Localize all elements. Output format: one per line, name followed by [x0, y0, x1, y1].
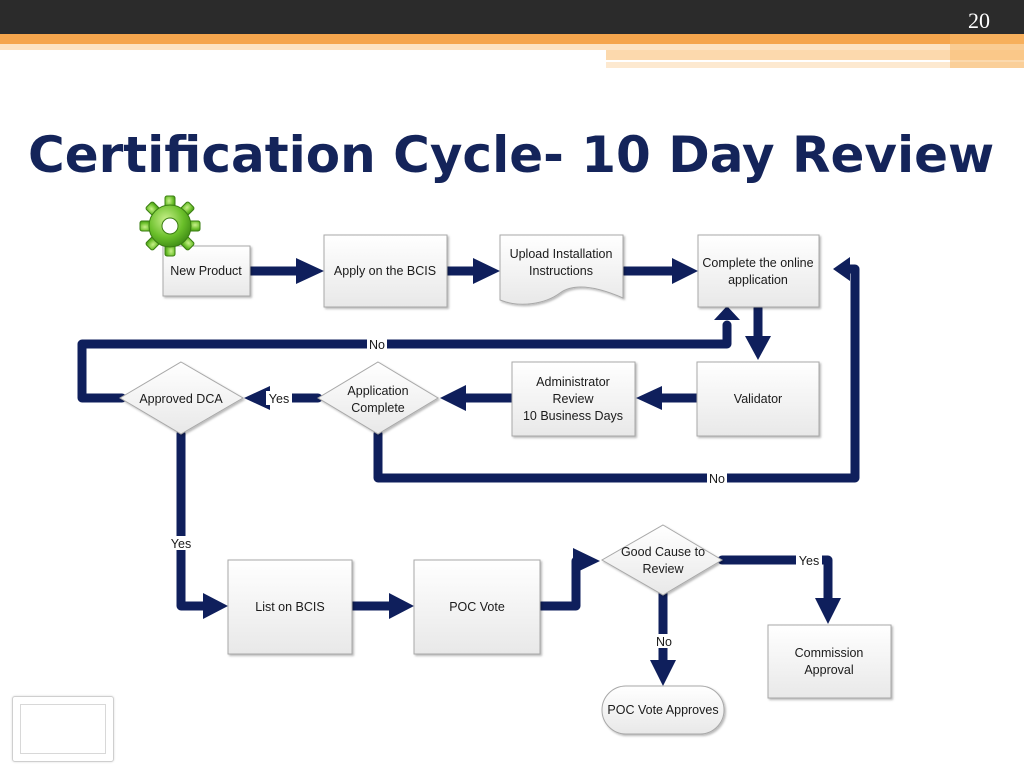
node-label: Review: [643, 562, 685, 576]
node-new-product: New Product: [162, 245, 251, 297]
node-label: Administrator: [536, 375, 610, 389]
arrowhead: [389, 593, 414, 619]
slide-thumbnail-inner: [20, 704, 106, 754]
connector-no-loop-top: [77, 320, 732, 403]
node-label: Complete: [351, 401, 405, 415]
node-upload-instructions: Upload Installation Instructions: [499, 234, 624, 305]
svg-text:Yes: Yes: [269, 392, 289, 406]
node-label: Validator: [734, 392, 782, 406]
accent-stripe: [0, 34, 1024, 44]
node-label: Apply on the BCIS: [334, 264, 436, 278]
svg-text:No: No: [369, 338, 385, 352]
top-bar: [0, 0, 1024, 34]
accent-stripe-light: [0, 44, 1024, 50]
svg-text:Yes: Yes: [171, 537, 191, 551]
node-administrator-review: Administrator Review 10 Business Days: [511, 361, 636, 437]
node-complete-online-application: Complete the online application: [697, 234, 820, 308]
decision-good-cause-to-review: Good Cause to Review: [600, 524, 723, 596]
arrowhead: [833, 257, 850, 281]
node-label: Review: [553, 392, 595, 406]
arrowhead: [244, 386, 270, 410]
node-label: Complete the online: [702, 256, 813, 270]
node-label: POC Vote: [449, 600, 505, 614]
node-label: New Product: [170, 264, 242, 278]
arrowhead: [714, 306, 740, 320]
accent-stripe-right-light: [606, 62, 1024, 68]
node-commission-approval: Commission Approval: [767, 624, 892, 699]
node-label: Good Cause to: [621, 545, 705, 559]
node-label: Instructions: [529, 264, 593, 278]
node-label: application: [728, 273, 788, 287]
decision-approved-dca: Approved DCA: [119, 361, 244, 435]
svg-text:No: No: [709, 472, 725, 486]
node-validator: Validator: [696, 361, 820, 437]
accent-corner: [950, 34, 1024, 68]
arrowhead: [440, 385, 466, 411]
slide-title: Certification Cycle- 10 Day Review: [28, 126, 995, 184]
decision-application-complete: Application Complete: [317, 361, 439, 435]
node-apply-bcis: Apply on the BCIS: [323, 234, 448, 308]
arrowhead: [815, 598, 841, 624]
arrowhead: [296, 258, 324, 284]
node-label: Approved DCA: [139, 392, 223, 406]
terminator-poc-vote-approves: POC Vote Approves: [601, 685, 725, 735]
arrowhead: [650, 660, 676, 686]
slide-number: 20: [968, 8, 990, 33]
connector-yes-commission: [717, 555, 833, 605]
gear-icon: [139, 195, 201, 257]
svg-text:Yes: Yes: [799, 554, 819, 568]
node-label: List on BCIS: [255, 600, 324, 614]
edge-label-no-bottom: No: [707, 471, 727, 486]
accent-stripe-right: [606, 50, 1024, 60]
slide-thumbnail-frame: [12, 696, 114, 762]
connector-yes-down: [176, 429, 215, 611]
node-label: Upload Installation: [510, 247, 613, 261]
node-label: Commission: [795, 646, 864, 660]
arrowhead: [473, 258, 500, 284]
node-label: 10 Business Days: [523, 409, 623, 423]
arrowhead: [745, 336, 771, 360]
edge-label-yes-mid: Yes: [266, 391, 292, 406]
arrowhead: [672, 258, 698, 284]
node-label: POC Vote Approves: [607, 703, 718, 717]
edge-label-no-top: No: [367, 337, 387, 352]
arrowhead: [573, 548, 600, 574]
arrowhead: [636, 386, 662, 410]
node-label: Approval: [804, 663, 853, 677]
svg-text:No: No: [656, 635, 672, 649]
arrowhead: [203, 593, 228, 619]
node-poc-vote: POC Vote: [413, 559, 541, 655]
node-label: Application: [347, 384, 408, 398]
edge-label-yes-left: Yes: [168, 536, 194, 551]
connector-no-loop-bottom: [373, 264, 860, 483]
edge-label-yes-right: Yes: [796, 553, 822, 568]
node-list-on-bcis: List on BCIS: [227, 559, 353, 655]
edge-label-no-down: No: [653, 634, 675, 649]
